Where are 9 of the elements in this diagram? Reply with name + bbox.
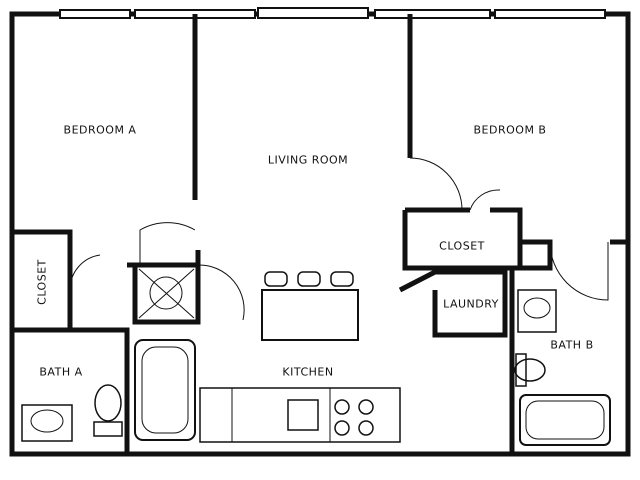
room-label: BEDROOM A (64, 124, 136, 136)
room-label: BEDROOM B (474, 124, 546, 136)
room-label: CLOSET (439, 240, 485, 252)
room-label: LAUNDRY (443, 298, 499, 310)
room-label: BATH B (550, 338, 594, 352)
room-label: CLOSET (36, 259, 48, 305)
room-label: LIVING ROOM (268, 154, 348, 166)
room-label: KITCHEN (282, 366, 334, 378)
room-label: BATH A (39, 366, 83, 378)
